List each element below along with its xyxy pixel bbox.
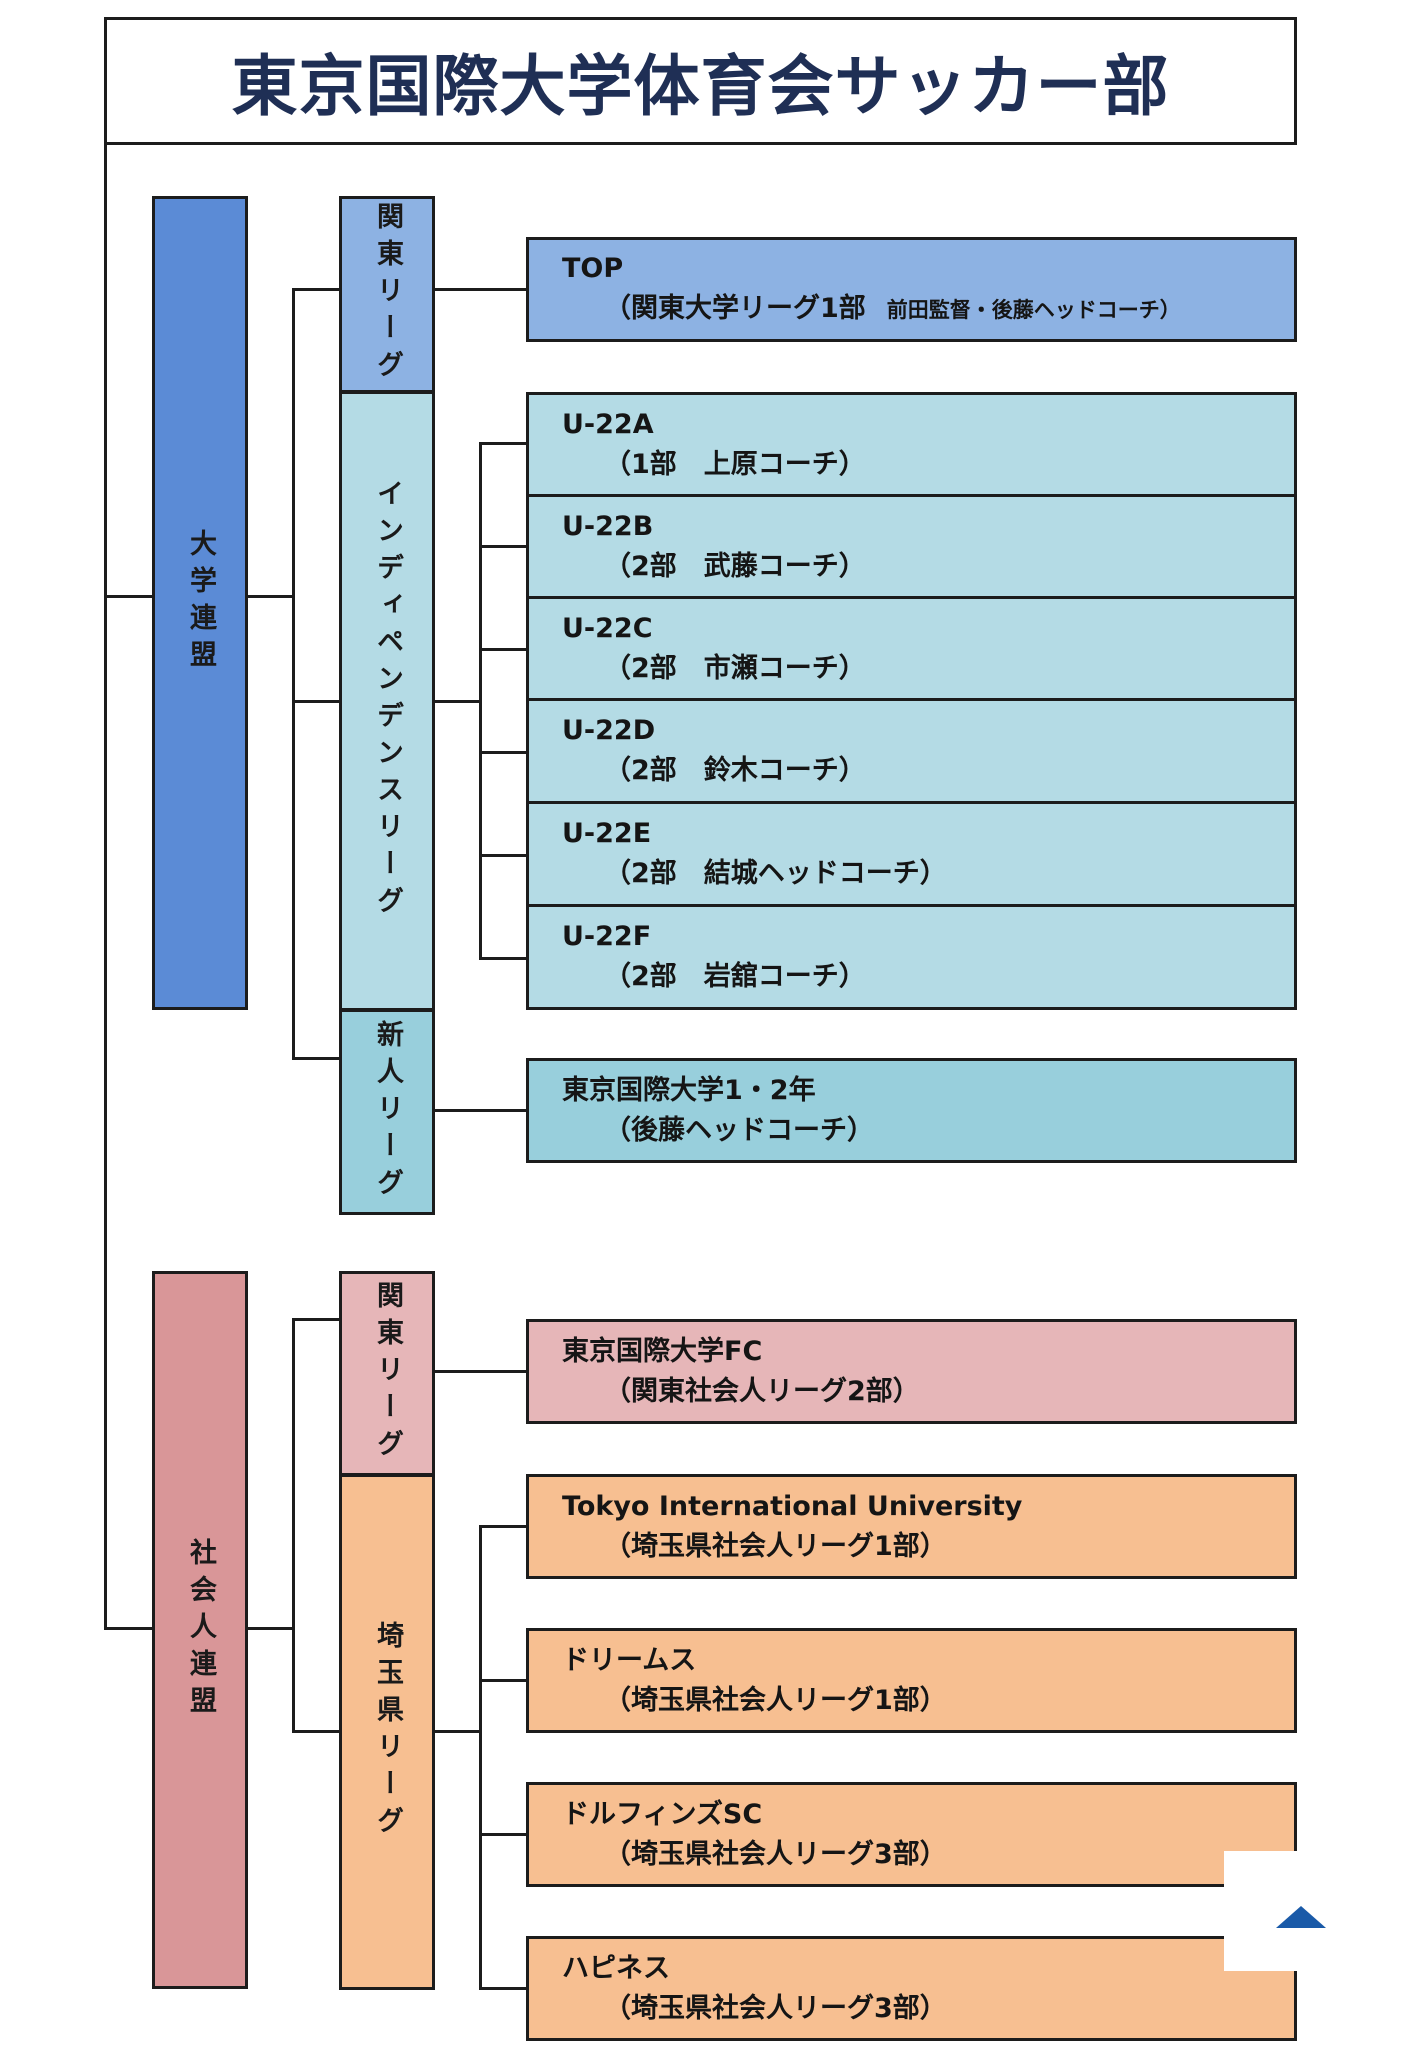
connector-line [246, 595, 294, 598]
team-staff: 前田監督・後藤ヘッドコーチ） [865, 298, 1181, 322]
connector-line [479, 648, 528, 651]
connector-line [104, 143, 107, 1630]
team-info: （2部 市瀬コーチ） [604, 652, 866, 684]
connector-line [432, 1370, 528, 1373]
connector-line [432, 1730, 480, 1733]
team-freshman: 東京国際大学1・2年 （後藤ヘッドコーチ） [526, 1058, 1297, 1163]
league-label: 埼玉県リーグ [372, 1621, 403, 1843]
federation-university: 大学連盟 [152, 196, 248, 1010]
team-u22d: U-22D （2部 鈴木コーチ） [526, 698, 1297, 804]
team-info: （埼玉県社会人リーグ1部） [604, 1684, 947, 1716]
team-name: 東京国際大学FC [562, 1335, 763, 1367]
connector-line [104, 595, 154, 598]
connector-line [104, 1627, 154, 1630]
team-name: ハピネス [562, 1952, 670, 1984]
federation-adult: 社会人連盟 [152, 1271, 248, 1989]
team-info: （埼玉県社会人リーグ3部） [604, 1838, 947, 1870]
connector-line [432, 700, 480, 703]
team-info: （2部 結城ヘッドコーチ） [604, 858, 947, 889]
connector-line [479, 1833, 528, 1836]
league-freshman: 新人リーグ [339, 1009, 435, 1215]
league-independence: インディペンデンスリーグ [339, 391, 435, 1011]
connector-line [479, 1525, 528, 1528]
team-name: U-22F [562, 921, 652, 952]
connector-line [292, 1318, 295, 1733]
connector-line [292, 1057, 340, 1060]
federation-label: 社会人連盟 [185, 1537, 216, 1723]
team-info: （2部 武藤コーチ） [604, 550, 866, 582]
page-title: 東京国際大学体育会サッカー部 [231, 48, 1170, 125]
connector-line [292, 1318, 340, 1321]
connector-line [246, 1627, 294, 1630]
team-name: Tokyo International University [562, 1490, 1023, 1522]
team-info: （1部 上原コーチ） [604, 448, 866, 480]
team-info: （2部 鈴木コーチ） [604, 755, 866, 786]
team-happiness: ハピネス （埼玉県社会人リーグ3部） [526, 1936, 1297, 2041]
league-kanto-adult: 関東リーグ [339, 1271, 435, 1476]
connector-line [479, 442, 528, 445]
connector-line [479, 751, 528, 754]
title-box: 東京国際大学体育会サッカー部 [104, 17, 1297, 145]
league-label: 関東リーグ [372, 202, 403, 387]
scroll-to-top-button[interactable] [1224, 1851, 1364, 1971]
team-info: （関東社会人リーグ2部） [604, 1375, 920, 1407]
team-info: （埼玉県社会人リーグ3部） [604, 1992, 947, 2024]
federation-label: 大学連盟 [185, 529, 216, 677]
team-name: ドリームス [562, 1644, 697, 1676]
triangle-up-icon [1276, 1906, 1326, 1928]
team-info: （後藤ヘッドコーチ） [604, 1114, 874, 1146]
connector-line [479, 1525, 482, 1990]
connector-line [479, 442, 482, 960]
league-label: 新人リーグ [372, 1019, 403, 1205]
connector-line [479, 1987, 528, 1990]
team-name: 東京国際大学1・2年 [562, 1074, 816, 1106]
team-name: U-22B [562, 510, 654, 542]
team-tokyo-international-university: Tokyo International University （埼玉県社会人リー… [526, 1474, 1297, 1579]
connector-line [292, 1730, 340, 1733]
team-u22c: U-22C （2部 市瀬コーチ） [526, 596, 1297, 701]
team-name: U-22C [562, 612, 653, 644]
league-saitama: 埼玉県リーグ [339, 1474, 435, 1990]
team-u22e: U-22E （2部 結城ヘッドコーチ） [526, 801, 1297, 907]
connector-line [479, 957, 528, 960]
team-top: TOP （関東大学リーグ1部 前田監督・後藤ヘッドコーチ） [526, 237, 1297, 342]
team-name: U-22E [562, 818, 652, 849]
connector-line [479, 854, 528, 857]
league-kanto-university: 関東リーグ [339, 196, 435, 393]
team-u22f: U-22F （2部 岩舘コーチ） [526, 904, 1297, 1010]
team-name: TOP [562, 253, 624, 284]
team-name: U-22A [562, 408, 654, 440]
team-league: （関東大学リーグ1部 [604, 293, 866, 324]
team-name: ドルフィンズSC [562, 1798, 763, 1830]
connector-line [292, 288, 295, 1060]
connector-line [479, 545, 528, 548]
connector-line [292, 288, 340, 291]
team-u22a: U-22A （1部 上原コーチ） [526, 392, 1297, 497]
team-name: U-22D [562, 715, 656, 746]
team-info: （関東大学リーグ1部 前田監督・後藤ヘッドコーチ） [562, 289, 1294, 330]
league-label: インディペンデンスリーグ [372, 479, 403, 923]
connector-line [479, 1679, 528, 1682]
team-info: （埼玉県社会人リーグ1部） [604, 1530, 947, 1562]
connector-line [292, 700, 340, 703]
team-info: （2部 岩舘コーチ） [604, 961, 866, 992]
connector-line [432, 1109, 528, 1112]
team-dreams: ドリームス （埼玉県社会人リーグ1部） [526, 1628, 1297, 1733]
connector-line [432, 288, 528, 291]
league-label: 関東リーグ [372, 1281, 403, 1466]
team-tiu-fc: 東京国際大学FC （関東社会人リーグ2部） [526, 1319, 1297, 1424]
team-dolphins-sc: ドルフィンズSC （埼玉県社会人リーグ3部） [526, 1782, 1297, 1887]
team-u22b: U-22B （2部 武藤コーチ） [526, 494, 1297, 599]
